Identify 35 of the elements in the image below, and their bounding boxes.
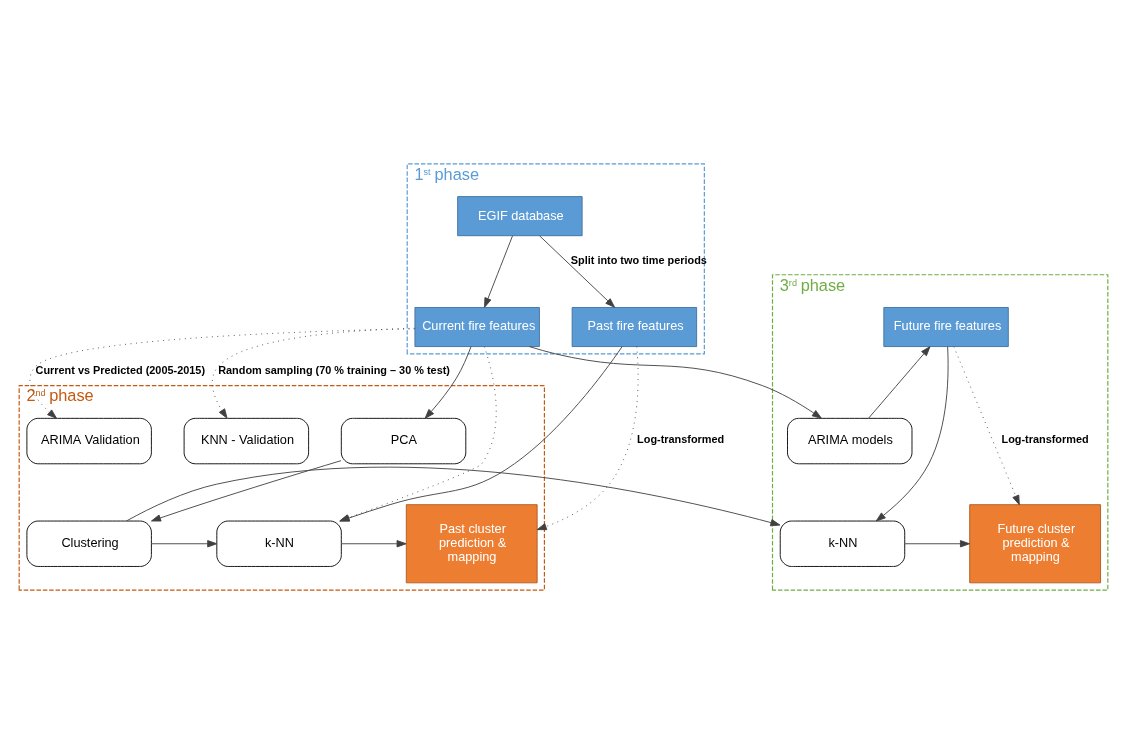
- edge-label: Log-transformed: [1001, 432, 1089, 445]
- node-box: Past cluster prediction & mapping: [405, 504, 538, 584]
- node-box: ARIMA Validation: [26, 417, 152, 465]
- arrow: [536, 346, 639, 531]
- arrow: [211, 327, 416, 419]
- node-box: PCA: [340, 417, 467, 465]
- arrow: [151, 460, 342, 522]
- arrow: [339, 346, 497, 522]
- edge-label: Log-transformed: [637, 432, 725, 445]
- node-box: Current fire features: [414, 307, 540, 347]
- arrow: [29, 328, 416, 419]
- edge-label: Current vs Predicted (2005-2015): [35, 364, 206, 377]
- node-box: KNN - Validation: [183, 417, 310, 465]
- node-box: Clustering: [26, 520, 152, 567]
- arrow: [953, 346, 1020, 506]
- arrow: [339, 346, 623, 522]
- node-box: Past fire features: [571, 307, 698, 347]
- arrow: [484, 235, 513, 308]
- node-box: Future cluster prediction & mapping: [969, 504, 1101, 584]
- arrow: [875, 346, 949, 522]
- node-box: Future fire features: [883, 307, 1009, 347]
- arrow: [151, 540, 218, 548]
- arrow: [539, 235, 616, 308]
- arrow: [868, 346, 931, 419]
- node-box: EGIF database: [457, 196, 583, 237]
- node-box: ARIMA models: [787, 417, 913, 465]
- edge-label: Split into two time periods: [570, 253, 707, 266]
- edge-label: Random sampling (70 % training – 30 % test): [218, 364, 450, 377]
- node-box: k-NN: [779, 520, 906, 567]
- arrow: [528, 346, 822, 419]
- arrow: [126, 466, 781, 527]
- arrow: [424, 346, 472, 419]
- arrow: [341, 540, 407, 548]
- arrow: [904, 540, 970, 548]
- node-box: k-NN: [216, 520, 342, 567]
